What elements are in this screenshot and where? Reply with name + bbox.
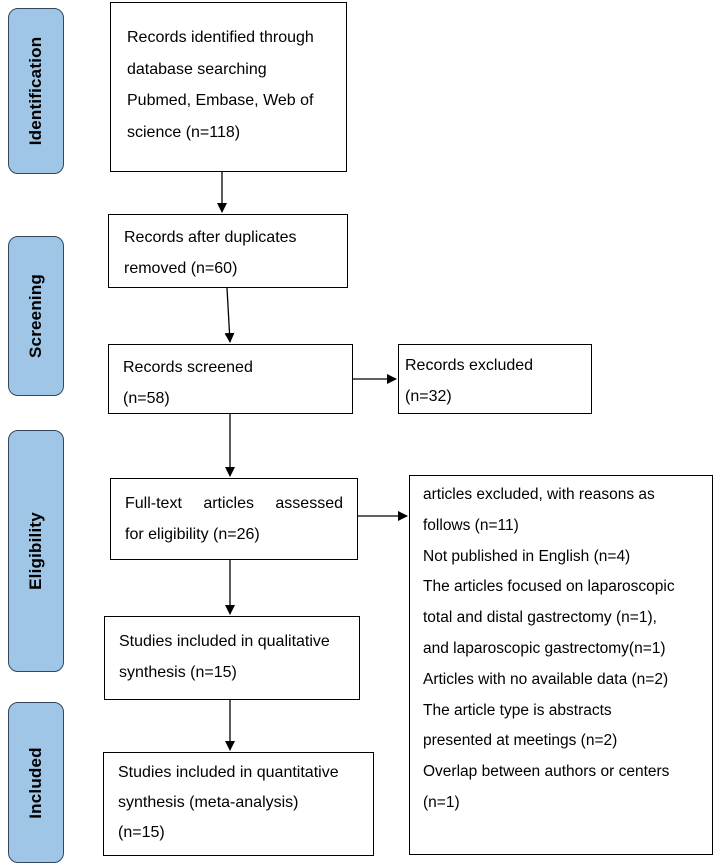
- box-line: (n=15): [118, 824, 165, 841]
- box-line: Records identified through: [127, 29, 314, 46]
- box-line: Records excluded: [405, 357, 534, 374]
- box-line: science (n=118): [127, 123, 241, 141]
- box-line: The articles focused on laparoscopic: [423, 578, 675, 596]
- box-line: and laparoscopic gastrectomy(n=1): [423, 639, 666, 657]
- box-line: total and distal gastrectomy (n=1),: [423, 609, 657, 627]
- box-line: database searching: [127, 60, 267, 78]
- box-line: Full-text articles assessed: [125, 495, 343, 512]
- box-records-screened: Records screened (n=58): [108, 344, 353, 414]
- box-line: Articles with no available data (n=2): [423, 670, 669, 688]
- box-line: Pubmed, Embase, Web of: [127, 92, 314, 109]
- box-full-text-assessed: Full-text articles assessed for eligibil…: [110, 478, 358, 560]
- box-line: synthesis (n=15): [119, 664, 237, 681]
- box-quantitative-synthesis: Studies included in quantitative synthes…: [103, 752, 374, 856]
- stage-screening: Screening: [8, 236, 64, 396]
- box-line: Records after duplicates: [124, 229, 297, 246]
- arrow-duplicates-to-screened: [224, 287, 235, 343]
- box-line: synthesis (meta-analysis): [118, 794, 299, 811]
- box-line: presented at meetings (n=2): [423, 732, 618, 750]
- box-line: (n=32): [405, 388, 452, 405]
- box-records-excluded: Records excluded (n=32): [398, 344, 592, 414]
- box-line: Studies included in quantitative: [118, 764, 339, 781]
- box-line: for eligibility (n=26): [125, 526, 260, 543]
- box-line: Records screened: [123, 359, 253, 376]
- stage-included: Included: [8, 702, 64, 863]
- box-qualitative-synthesis: Studies included in qualitative synthesi…: [104, 616, 360, 700]
- box-line: follows (n=11): [423, 516, 519, 534]
- stage-identification: Identification: [8, 8, 64, 174]
- box-line: articles excluded, with reasons as: [423, 486, 655, 503]
- box-line: removed (n=60): [124, 260, 238, 277]
- box-articles-excluded: articles excluded, with reasons as follo…: [409, 475, 713, 855]
- box-line: Overlap between authors or centers: [423, 763, 670, 781]
- box-records-identified: Records identified through database sear…: [110, 2, 347, 172]
- stage-eligibility: Eligibility: [8, 430, 64, 672]
- box-line: The article type is abstracts: [423, 701, 612, 719]
- box-line: (n=58): [123, 390, 170, 407]
- box-line: Not published in English (n=4): [423, 547, 631, 565]
- box-records-after-duplicates: Records after duplicates removed (n=60): [108, 214, 348, 288]
- box-line: (n=1): [423, 793, 460, 811]
- box-line: Studies included in qualitative: [119, 633, 330, 650]
